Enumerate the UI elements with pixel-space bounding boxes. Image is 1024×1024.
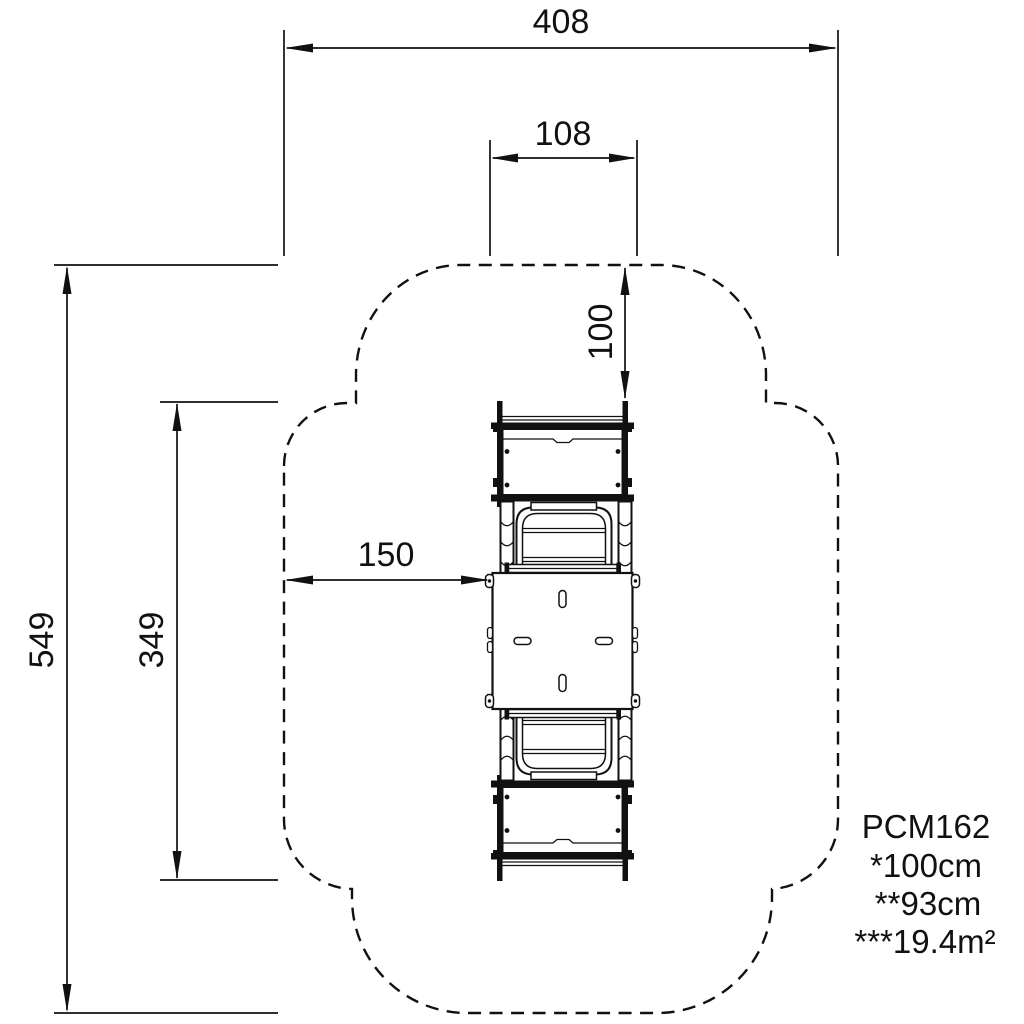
arch-step-plate: [530, 501, 598, 511]
dimension-side-clearance: 150: [285, 536, 489, 585]
ladder-rail-left: [499, 500, 515, 574]
arrowhead-down-icon: [620, 371, 630, 399]
dimension-overall-length: 549: [23, 264, 278, 1014]
arrowhead-down-icon: [172, 851, 182, 879]
arch-handrail-outer: [515, 506, 613, 573]
panel-edge-notch: [502, 438, 623, 444]
dimension-label-equipment-length: 349: [133, 612, 171, 669]
equipment-bottom-assembly: [490, 706, 635, 882]
arrowhead-left-icon: [491, 153, 518, 163]
arrowhead-right-icon: [809, 43, 837, 53]
bolt-icon: [615, 482, 621, 488]
product-note-area: ***19.4m²: [854, 923, 995, 960]
dimension-label-overall-width: 408: [533, 3, 590, 41]
arch-handrail-inner: [521, 512, 607, 573]
arrowhead-up-icon: [62, 266, 72, 294]
side-fixing-bumps: [486, 626, 639, 654]
arrowhead-down-icon: [62, 984, 72, 1012]
bolt-icon: [504, 482, 510, 488]
central-platform: [484, 571, 641, 711]
dimension-label-top-clearance: 100: [582, 304, 620, 361]
arrowhead-left-icon: [285, 43, 313, 53]
right-post: [622, 401, 628, 507]
arrowhead-up-icon: [620, 267, 630, 295]
deck-slots: [513, 589, 614, 693]
product-code: PCM162: [862, 808, 990, 845]
dimension-overall-width: 408: [283, 3, 839, 256]
dimension-label-side-clearance: 150: [358, 536, 415, 574]
product-note-fall-height: *100cm: [870, 847, 982, 884]
arrowhead-right-icon: [461, 575, 489, 585]
product-info-block: PCM162 *100cm **93cm ***19.4m²: [854, 808, 995, 960]
equipment-plan-view: [484, 401, 641, 882]
ladder-rail-right: [617, 500, 633, 574]
bolt-icon: [504, 449, 510, 454]
corner-mounting-tabs: [484, 573, 641, 709]
dimension-equipment-length: 349: [133, 401, 278, 881]
dimension-label-overall-length: 549: [23, 612, 61, 669]
equipment-top-assembly: [491, 401, 634, 575]
cross-beam: [491, 494, 634, 502]
activity-panel: [501, 428, 624, 496]
product-note-equipment-height: **93cm: [875, 885, 981, 922]
arrowhead-up-icon: [172, 403, 182, 431]
arrowhead-left-icon: [285, 575, 313, 585]
dimension-upper-zone-width: 108: [489, 115, 638, 256]
dimension-top-clearance: 100: [582, 267, 630, 399]
panel-bolts: [504, 449, 621, 488]
arrowhead-right-icon: [609, 153, 636, 163]
ladder-rungs: [522, 527, 606, 563]
dimension-label-upper-zone-width: 108: [535, 115, 592, 153]
left-post: [497, 401, 503, 507]
bolt-icon: [615, 449, 621, 454]
rail-segment-marks: [499, 521, 633, 567]
safety-zone-outline: [282, 263, 840, 1015]
cross-beam: [491, 422, 634, 429]
